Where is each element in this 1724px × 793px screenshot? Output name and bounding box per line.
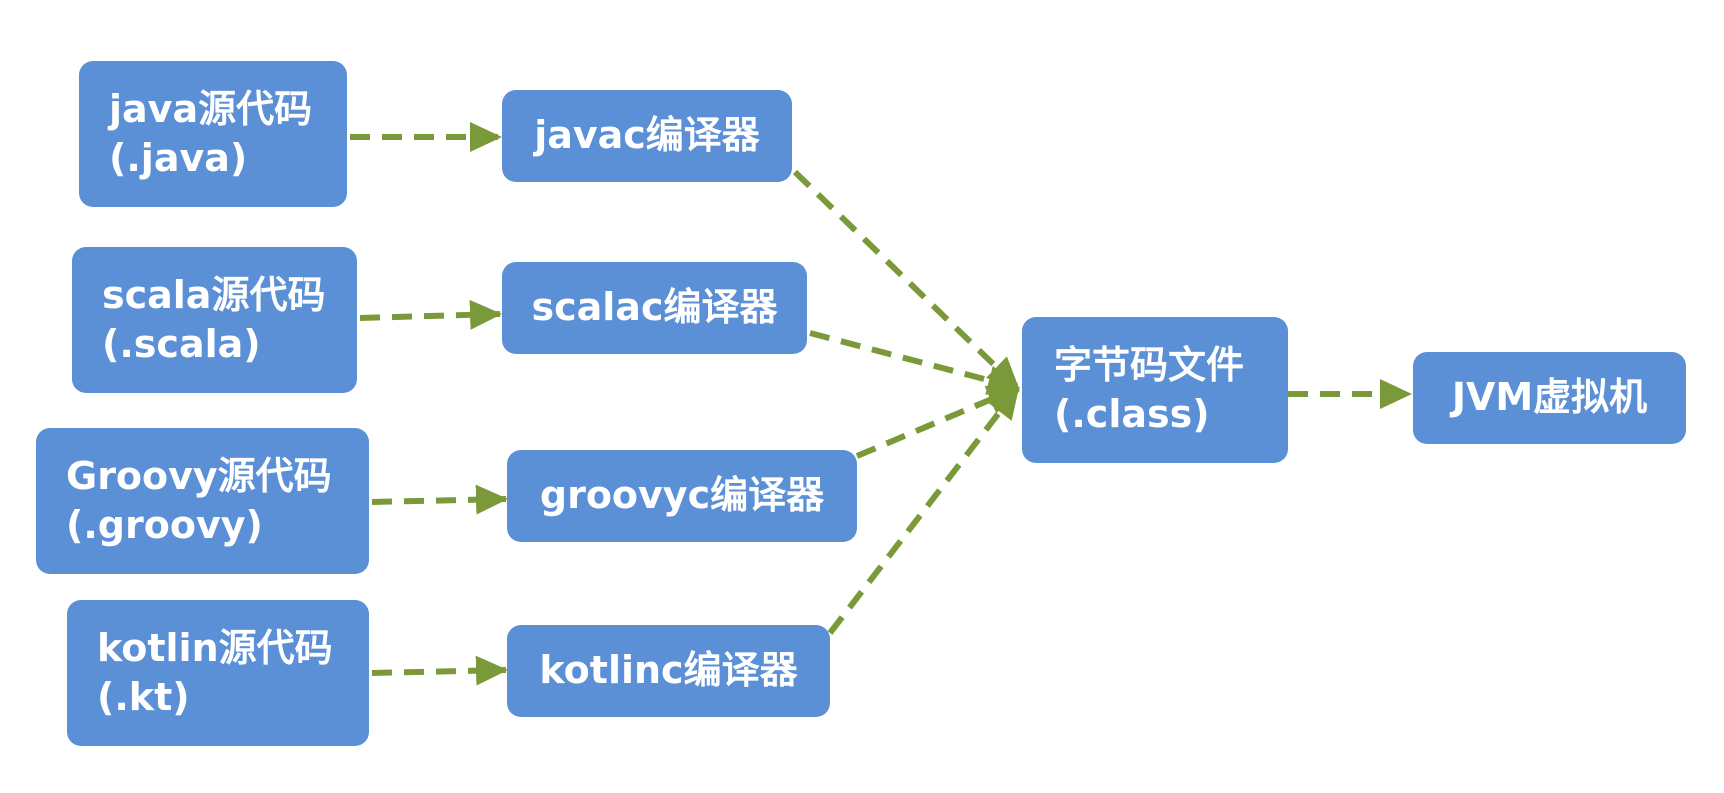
arrow-groovy-to-groovyc xyxy=(371,484,508,515)
compiler-javac-label: javac编译器 xyxy=(534,113,760,158)
bytecode-file-ext: (.class) xyxy=(1054,392,1210,436)
source-groovy-name: Groovy源代码 xyxy=(66,453,332,498)
jvm-label: JVM虚拟机 xyxy=(1451,375,1648,420)
jvm-box: JVM虚拟机 xyxy=(1413,352,1686,444)
source-java-ext: (.java) xyxy=(109,136,248,180)
compiler-kotlinc-label: kotlinc编译器 xyxy=(539,648,798,693)
compiler-kotlinc-box: kotlinc编译器 xyxy=(507,625,830,717)
source-java-name: java源代码 xyxy=(109,86,313,131)
source-kotlin-name: kotlin源代码 xyxy=(97,625,333,670)
arrow-javac-to-bytecode xyxy=(792,169,1021,391)
source-scala-name: scala源代码 xyxy=(102,272,326,317)
source-scala-ext: (.scala) xyxy=(102,322,261,366)
arrow-kotlin-to-kotlinc xyxy=(371,655,508,686)
source-kotlin-ext: (.kt) xyxy=(97,675,190,719)
source-groovy-ext: (.groovy) xyxy=(66,503,263,547)
compiler-scalac-label: scalac编译器 xyxy=(531,285,778,330)
source-java-box: java源代码 (.java) xyxy=(79,61,347,207)
compiler-scalac-box: scalac编译器 xyxy=(502,262,807,354)
source-groovy-box: Groovy源代码 (.groovy) xyxy=(36,428,369,574)
arrow-scalac-to-bytecode xyxy=(809,330,1020,395)
arrow-kotlinc-to-bytecode xyxy=(827,386,1021,635)
bytecode-file-box: 字节码文件 (.class) xyxy=(1022,317,1288,463)
source-scala-box: scala源代码 (.scala) xyxy=(72,247,357,393)
compiler-groovyc-box: groovyc编译器 xyxy=(507,450,857,542)
compiler-javac-box: javac编译器 xyxy=(502,90,792,182)
arrow-scala-to-scalac xyxy=(359,299,502,330)
bytecode-file-name: 字节码文件 xyxy=(1054,342,1245,387)
source-kotlin-box: kotlin源代码 (.kt) xyxy=(67,600,369,746)
compiler-groovyc-label: groovyc编译器 xyxy=(539,473,825,518)
